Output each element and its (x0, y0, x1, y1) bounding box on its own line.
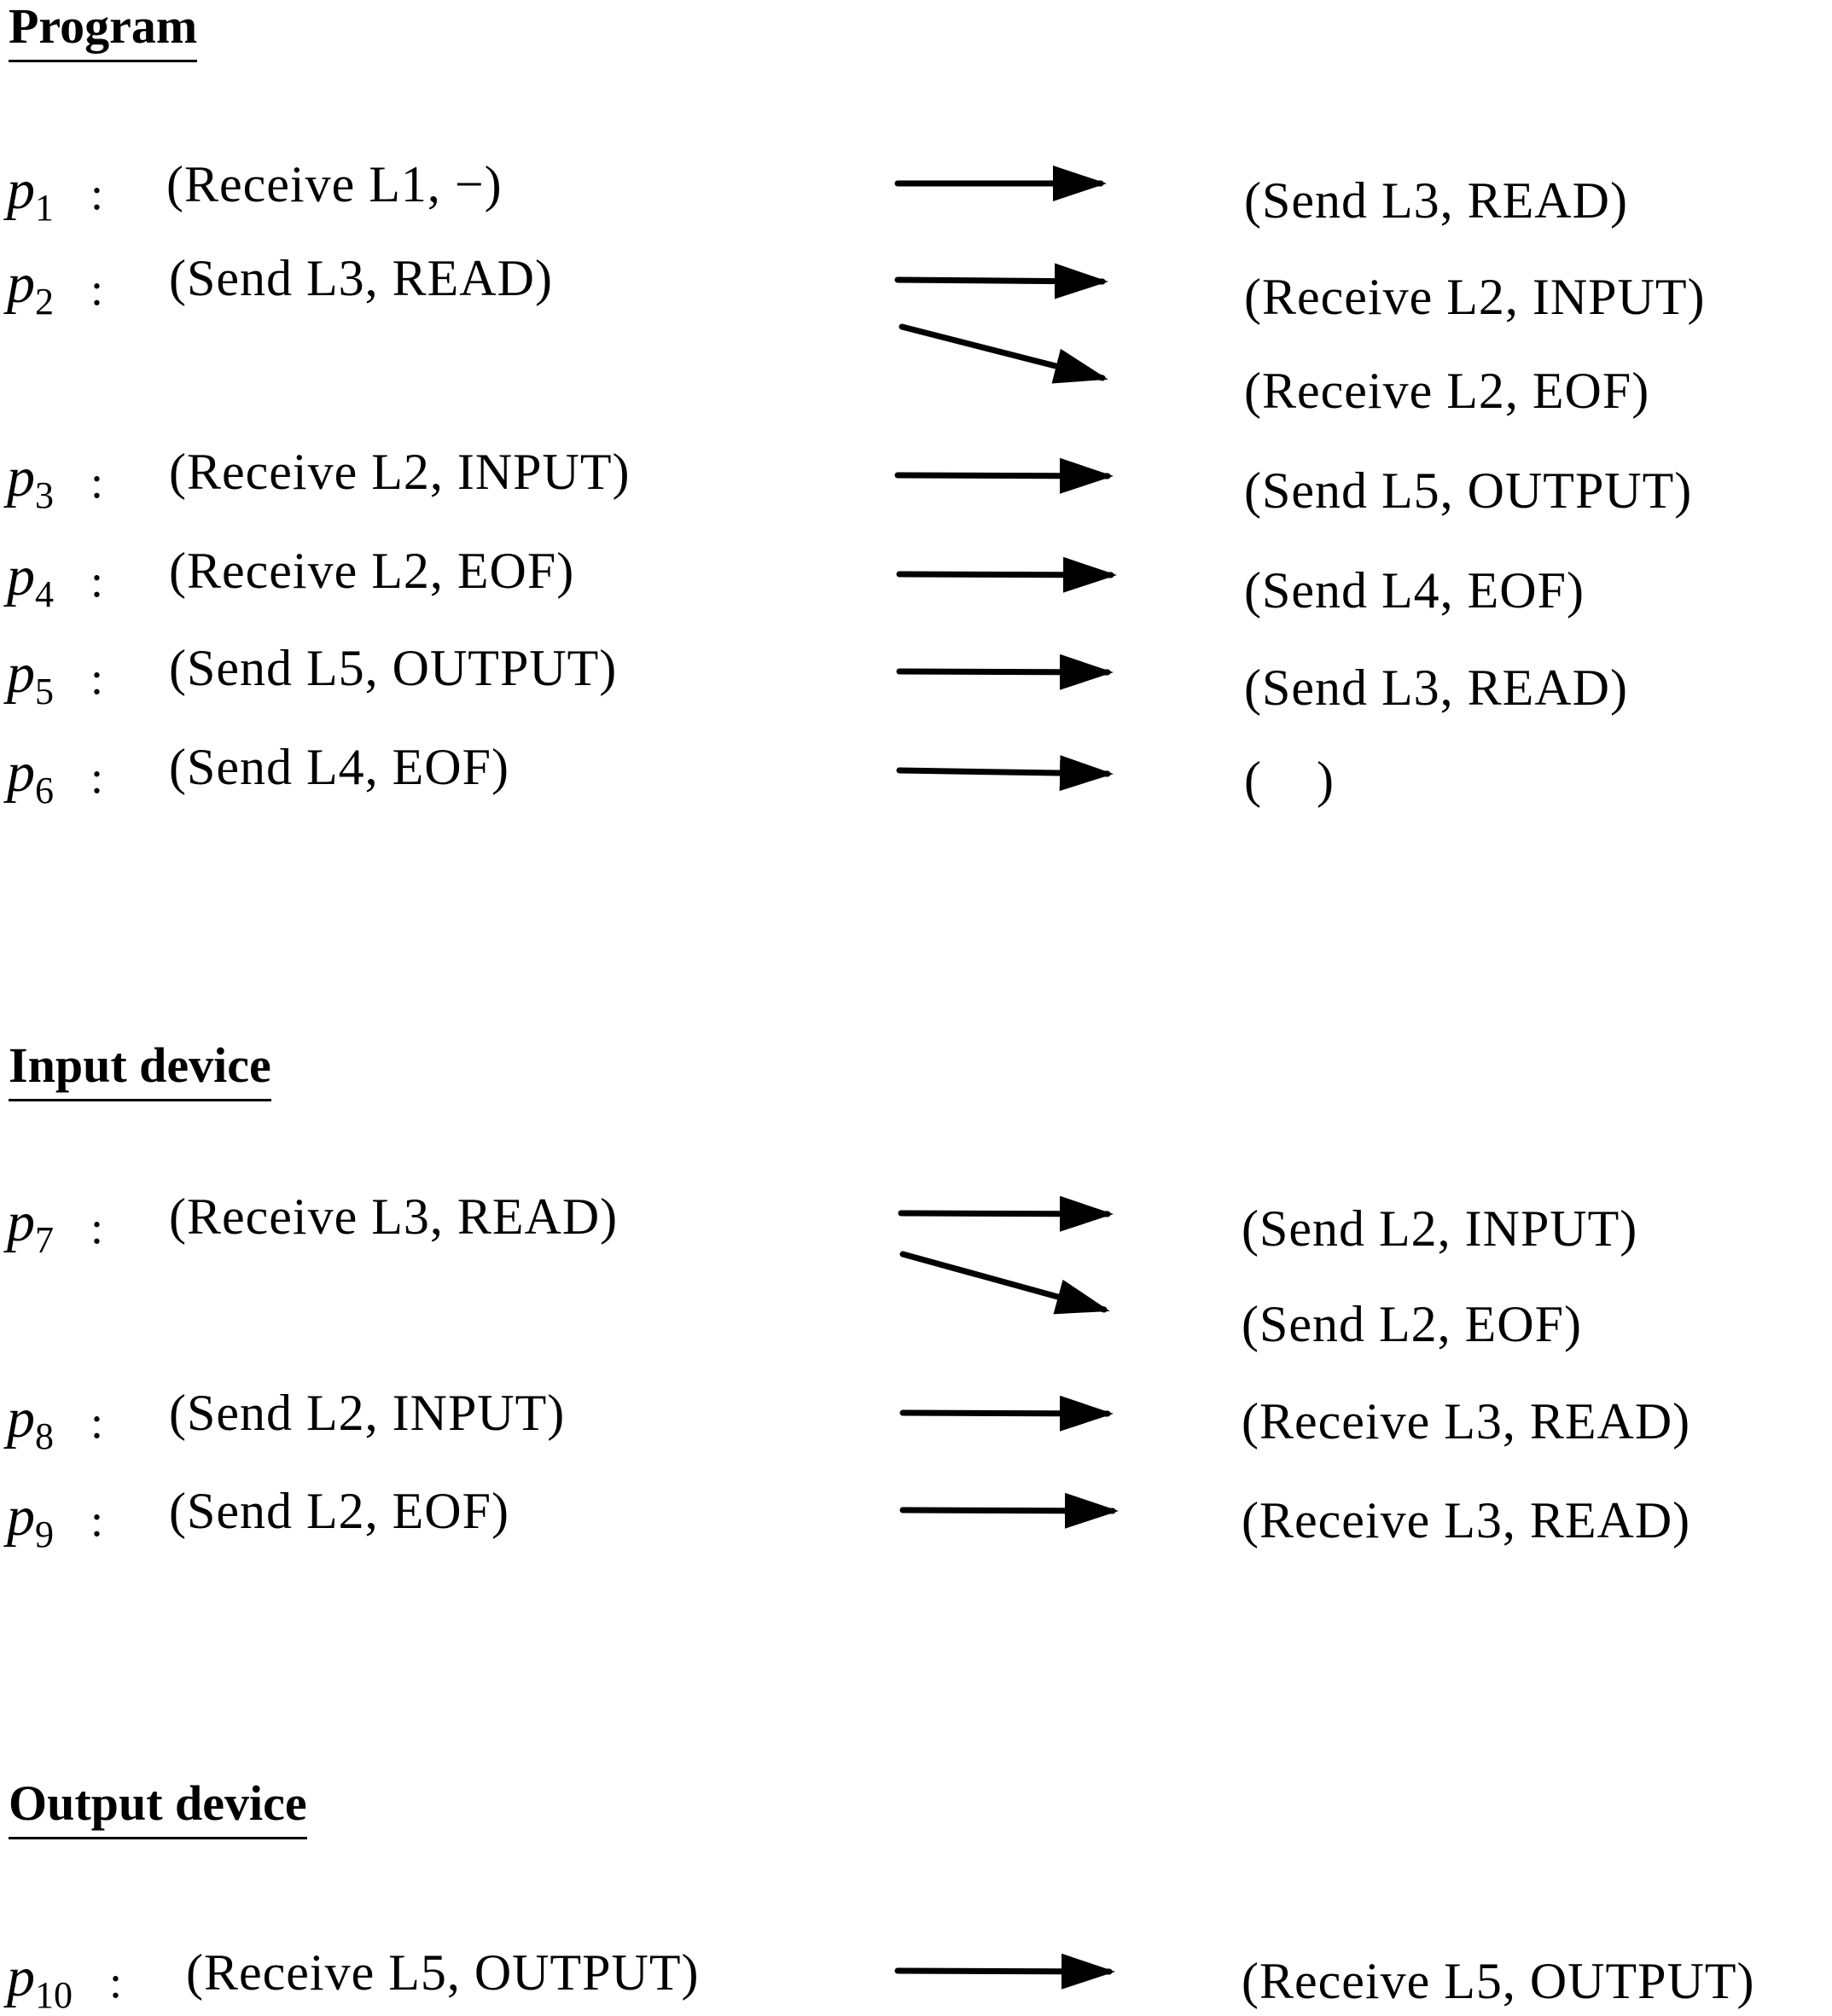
colon: : (90, 555, 104, 607)
label-p4: p4 (7, 545, 54, 615)
colon: : (109, 1956, 123, 2007)
arrow-p3 (894, 457, 1114, 494)
to-p9: (Receive L3, READ) (1242, 1492, 1691, 1548)
heading-output-device: Output device (9, 1779, 307, 1839)
arrow-p8 (899, 1395, 1114, 1432)
to-p4: (Send L4, EOF) (1244, 562, 1585, 619)
arrow-p5 (896, 654, 1114, 690)
from-p4: (Receive L2, EOF) (169, 543, 575, 599)
colon: : (90, 1202, 104, 1253)
label-p2: p2 (7, 253, 54, 322)
to-p5: (Send L3, READ) (1244, 659, 1628, 716)
from-p10: (Receive L5, OUTPUT) (186, 1944, 700, 2001)
to-p8: (Receive L3, READ) (1242, 1393, 1691, 1450)
arrow-p2-a (894, 263, 1108, 299)
heading-program: Program (9, 2, 198, 62)
label-p5: p5 (7, 642, 54, 712)
arrow-p9 (899, 1492, 1119, 1529)
colon: : (90, 1397, 104, 1448)
label-p3: p3 (7, 446, 54, 516)
from-p1: (Receive L1, −) (166, 156, 503, 212)
arrow-p7-b (899, 1251, 1110, 1315)
from-p5: (Send L5, OUTPUT) (169, 640, 618, 696)
from-p9: (Send L2, EOF) (169, 1483, 509, 1539)
to-p7-b: (Send L2, EOF) (1242, 1296, 1582, 1352)
to-p10: (Receive L5, OUTPUT) (1242, 1953, 1755, 2009)
to-p1: (Send L3, READ) (1244, 172, 1628, 229)
label-p9: p9 (7, 1485, 54, 1555)
label-p8: p8 (7, 1387, 54, 1457)
arrow-p2-b (899, 323, 1108, 384)
arrow-p7-a (898, 1195, 1114, 1232)
colon: : (90, 752, 104, 803)
label-p6: p6 (7, 741, 54, 811)
label-p7: p7 (7, 1191, 54, 1261)
arrow-p10 (894, 1953, 1115, 1990)
colon: : (90, 456, 104, 508)
from-p8: (Send L2, INPUT) (169, 1385, 566, 1441)
from-p7: (Receive L3, READ) (169, 1188, 619, 1245)
to-p3: (Send L5, OUTPUT) (1244, 462, 1693, 519)
from-p2: (Send L3, READ) (169, 250, 553, 306)
to-p6: ( ) (1244, 752, 1335, 808)
to-p7-a: (Send L2, INPUT) (1242, 1200, 1638, 1257)
colon: : (90, 1495, 104, 1546)
arrow-p4 (896, 556, 1117, 593)
colon: : (90, 168, 104, 219)
label-p10: p10 (7, 1946, 73, 2016)
to-p2-b: (Receive L2, EOF) (1244, 363, 1650, 419)
colon: : (90, 653, 104, 704)
from-p3: (Receive L2, INPUT) (169, 444, 631, 500)
from-p6: (Send L4, EOF) (169, 739, 509, 795)
arrow-p6 (896, 755, 1114, 792)
colon: : (90, 264, 104, 315)
to-p2-a: (Receive L2, INPUT) (1244, 269, 1706, 325)
label-p1: p1 (7, 159, 54, 229)
heading-input-device: Input device (9, 1041, 271, 1101)
